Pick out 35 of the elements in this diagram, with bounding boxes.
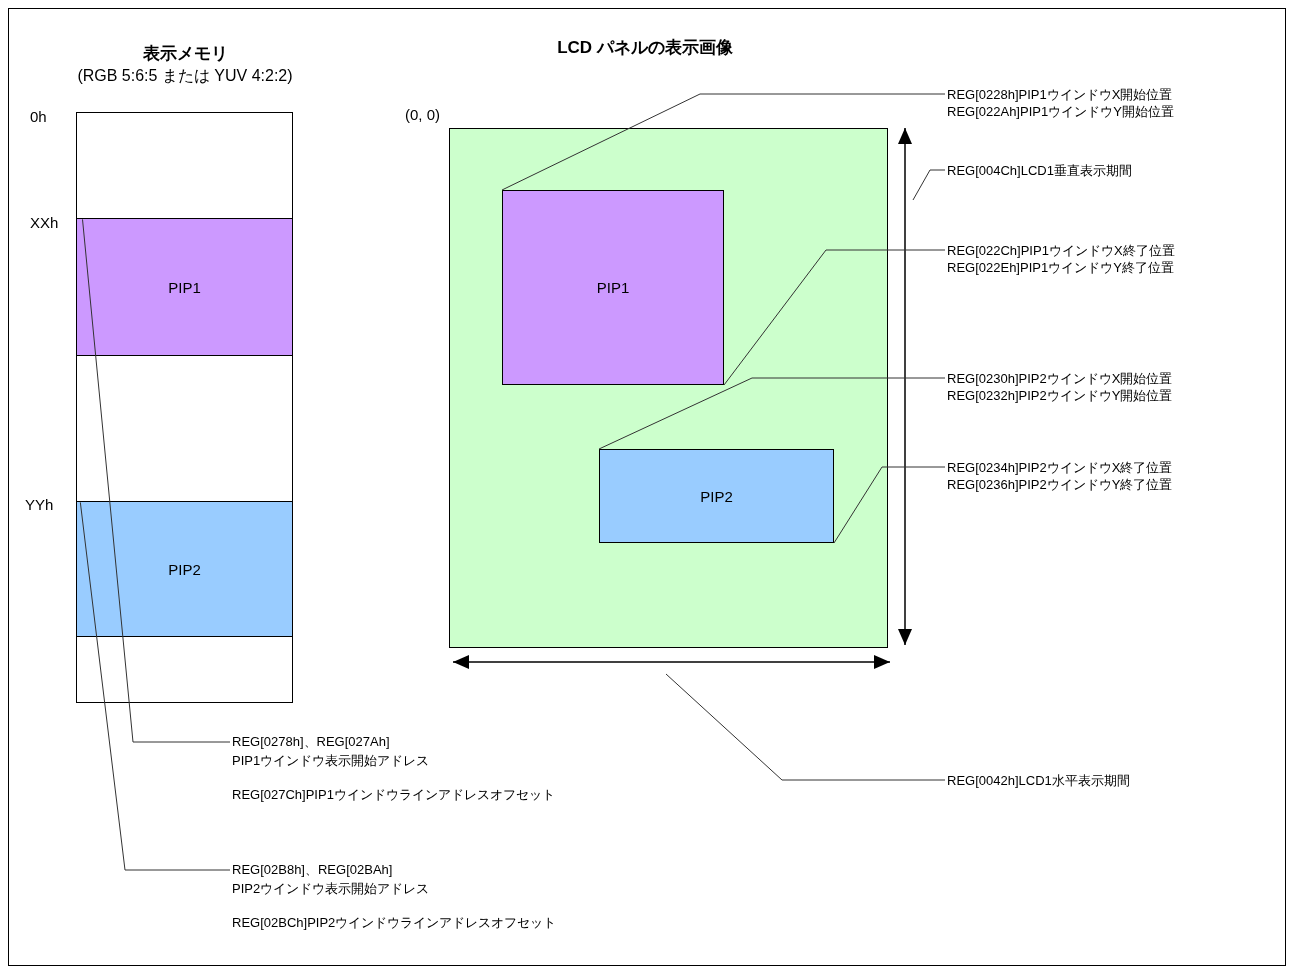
address-label: XXh bbox=[30, 214, 59, 231]
leader-line bbox=[82, 218, 231, 743]
leader-line bbox=[598, 377, 946, 450]
window-area: PIP2 bbox=[76, 501, 293, 637]
register-label: REG[0232h]PIP2ウインドウY開始位置 bbox=[947, 387, 1173, 404]
leader-line bbox=[501, 93, 946, 191]
register-label: REG[022Ah]PIP1ウインドウY開始位置 bbox=[947, 103, 1174, 120]
register-label: REG[022Eh]PIP1ウインドウY終了位置 bbox=[947, 259, 1175, 276]
register-label: REG[0236h]PIP2ウインドウY終了位置 bbox=[947, 476, 1173, 493]
leader-line bbox=[912, 169, 946, 201]
heading: LCD パネルの表示画像 bbox=[556, 37, 734, 59]
subheading: (RGB 5:6:5 または YUV 4:2:2) bbox=[76, 66, 294, 86]
register-label: REG[022Ch]PIP1ウインドウX終了位置 bbox=[947, 242, 1175, 259]
window-area: PIP2 bbox=[599, 449, 834, 543]
register-label: REG[004Ch]LCD1垂直表示期間 bbox=[947, 162, 1132, 179]
leader-line bbox=[665, 673, 946, 781]
register-label: REG[0278h]、REG[027Ah] bbox=[232, 733, 391, 750]
register-label: PIP2ウインドウ表示開始アドレス bbox=[232, 880, 431, 897]
window-area: PIP1 bbox=[76, 218, 293, 356]
leader-line bbox=[723, 249, 946, 386]
register-label: REG[0228h]PIP1ウインドウX開始位置 bbox=[947, 86, 1174, 103]
register-label: REG[0234h]PIP2ウインドウX終了位置 bbox=[947, 459, 1173, 476]
register-label: REG[0042h]LCD1水平表示期間 bbox=[947, 772, 1130, 789]
register-label: REG[027Ch]PIP1ウインドウラインアドレスオフセット bbox=[232, 786, 555, 803]
register-label: REG[02B8h]、REG[02BAh] bbox=[232, 861, 394, 878]
address-label: 0h bbox=[30, 108, 47, 125]
register-label: REG[0230h]PIP2ウインドウX開始位置 bbox=[947, 370, 1173, 387]
leader-line bbox=[833, 466, 946, 544]
register-label: REG[02BCh]PIP2ウインドウラインアドレスオフセット bbox=[232, 914, 557, 931]
address-label: YYh bbox=[25, 496, 54, 513]
register-label: PIP1ウインドウ表示開始アドレス bbox=[232, 752, 431, 769]
origin-label: (0, 0) bbox=[405, 106, 440, 123]
window-area: PIP1 bbox=[502, 190, 724, 385]
leader-line bbox=[79, 501, 231, 871]
heading: 表示メモリ bbox=[141, 43, 229, 65]
